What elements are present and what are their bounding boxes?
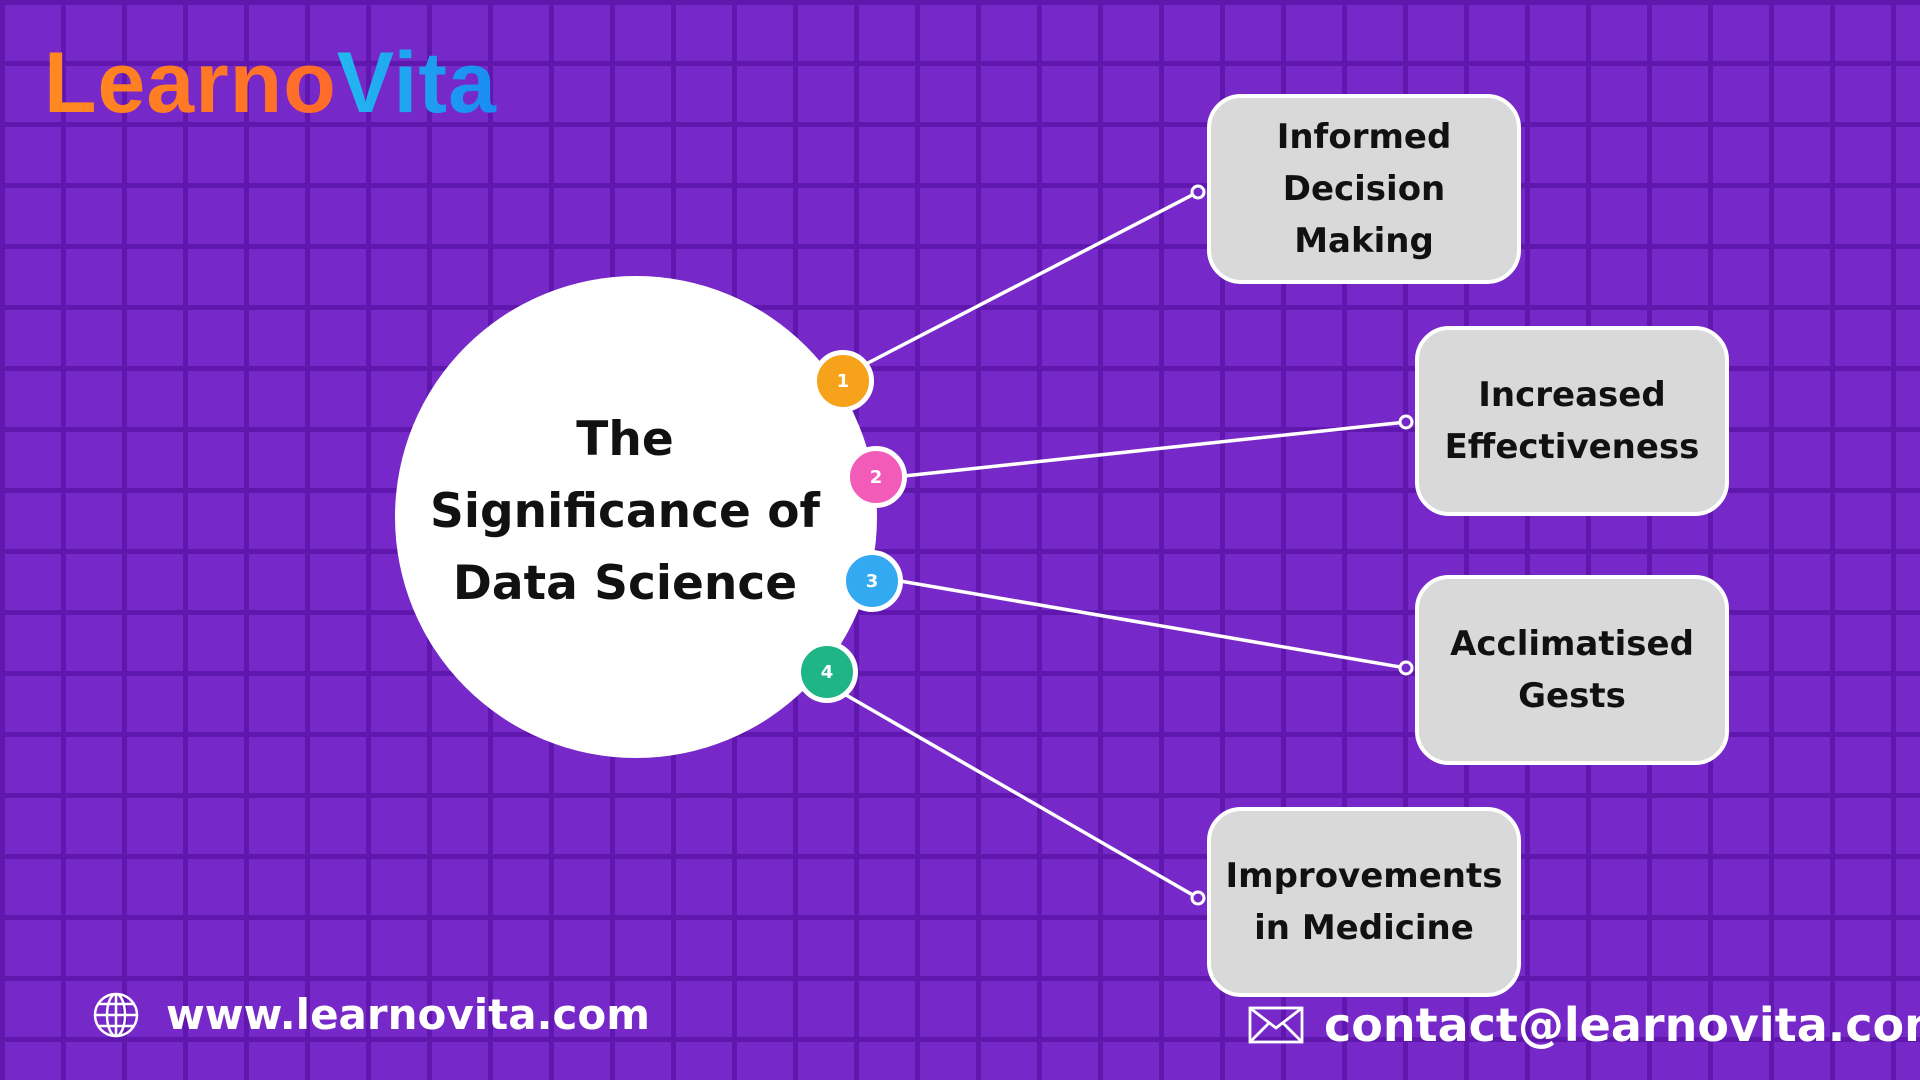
connector-1 — [865, 190, 1199, 366]
website-text: www.learnovita.com — [166, 990, 651, 1039]
box-acclimatised-gests: Acclimatised Gests — [1415, 575, 1729, 765]
logo-text-learno: Learno — [44, 35, 337, 131]
connector-end-1 — [1190, 184, 1206, 200]
badge-1: 1 — [812, 350, 874, 412]
box-label-1: Informed Decision Making — [1276, 117, 1452, 261]
connector-3 — [899, 579, 1407, 670]
badge-3: 3 — [841, 550, 903, 612]
central-title: The Significance of Data Science — [430, 412, 820, 611]
badge-2: 2 — [845, 446, 907, 508]
logo-text-vita: Vita — [336, 35, 497, 131]
box-improvements-in-medicine: Improvements in Medicine — [1207, 807, 1521, 997]
connector-end-4 — [1190, 890, 1206, 906]
box-label-3: Acclimatised Gests — [1450, 624, 1694, 716]
badge-4: 4 — [796, 641, 858, 703]
connector-end-2 — [1398, 414, 1414, 430]
connector-end-3 — [1398, 660, 1414, 676]
box-label-4: Improvements in Medicine — [1225, 856, 1503, 948]
envelope-icon — [1248, 1006, 1304, 1044]
email-text: contact@learnovita.com — [1324, 998, 1920, 1052]
connector-2 — [903, 420, 1407, 478]
connector-4 — [845, 693, 1199, 900]
email-link[interactable]: contact@learnovita.com — [1248, 998, 1920, 1052]
box-increased-effectiveness: Increased Effectiveness — [1415, 326, 1729, 516]
box-informed-decision-making: Informed Decision Making — [1207, 94, 1521, 284]
box-label-2: Increased Effectiveness — [1444, 375, 1700, 467]
learnovita-logo: LearnoVita — [44, 40, 497, 126]
website-link[interactable]: www.learnovita.com — [92, 990, 650, 1039]
globe-icon — [93, 992, 139, 1037]
